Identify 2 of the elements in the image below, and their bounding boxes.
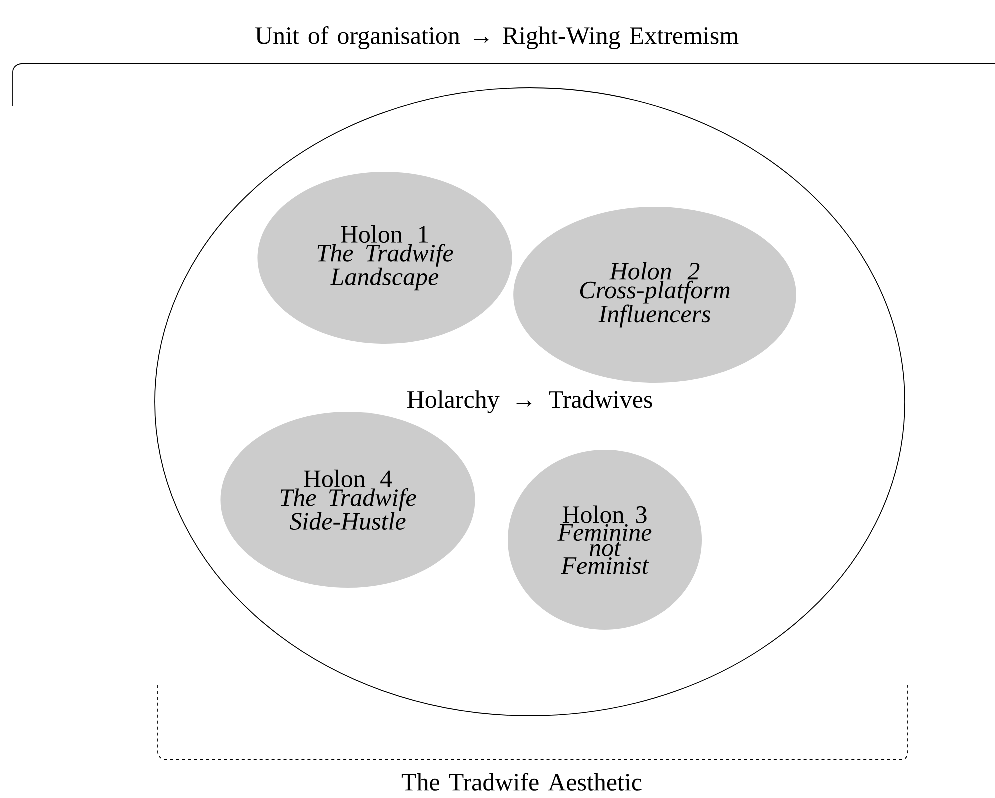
bracket-label: The Tradwife Aesthetic bbox=[402, 773, 642, 791]
heading: Unit of organisation → Right-Wing Extremism bbox=[256, 26, 739, 50]
